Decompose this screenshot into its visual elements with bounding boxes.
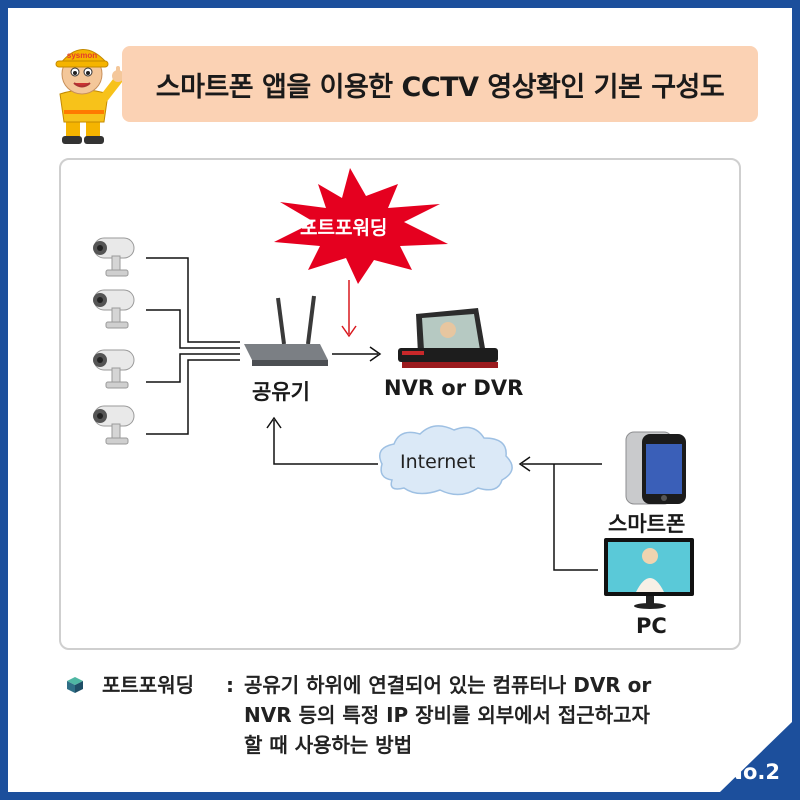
network-diagram [93,168,694,609]
camera-icon-4 [93,405,135,445]
internet-cloud [379,425,513,496]
mascot-cap-text: sysmon [67,51,97,60]
footnote-line-2: NVR 등의 특정 IP 장비를 외부에서 접근하고자 [244,703,650,727]
port-forwarding-arrowhead [341,325,357,338]
port-forwarding-burst [274,168,448,284]
recorder-label: NVR or DVR [384,376,524,400]
footnote-description: 공유기 하위에 연결되어 있는 컴퓨터나 DVR or NVR 등의 특정 IP… [244,670,744,760]
title-banner: 스마트폰 앱을 이용한 CCTV 영상확인 기본 구성도 [122,46,758,122]
page-number-badge-shape [720,722,792,792]
camera-icon-2 [93,289,135,329]
internet-to-router-line [273,420,378,465]
smartphone-icon [625,431,686,505]
pc-monitor-icon [604,538,694,609]
router-icon [244,295,328,366]
footnote-line-1: 공유기 하위에 연결되어 있는 컴퓨터나 DVR or [244,673,652,697]
smartphone-label: 스마트폰 [608,512,686,536]
page-title: 스마트폰 앱을 이용한 CCTV 영상확인 기본 구성도 [155,71,725,103]
recorder-icon [398,308,498,368]
footnote-term: 포트포워딩 [102,673,194,697]
camera-icon-1 [93,237,135,277]
pc-to-internet-line [553,464,598,571]
router-label: 공유기 [252,380,310,404]
pc-label: PC [636,614,667,638]
footnote-colon: : [226,673,234,697]
mascot-illustration: sysmon [55,49,124,144]
camera-wiring [146,257,240,435]
camera-icon-3 [93,349,135,389]
cube-bullet-icon [67,677,83,693]
page: sysmon 스마트폰 앱을 이용한 CCTV 영상확인 기본 구성도 [8,8,792,792]
footnote-line-3: 할 때 사용하는 방법 [244,733,413,757]
page-number-badge: No.2 [725,760,780,784]
internet-label: Internet [400,451,476,473]
port-forwarding-label: 포트포워딩 [300,217,388,239]
